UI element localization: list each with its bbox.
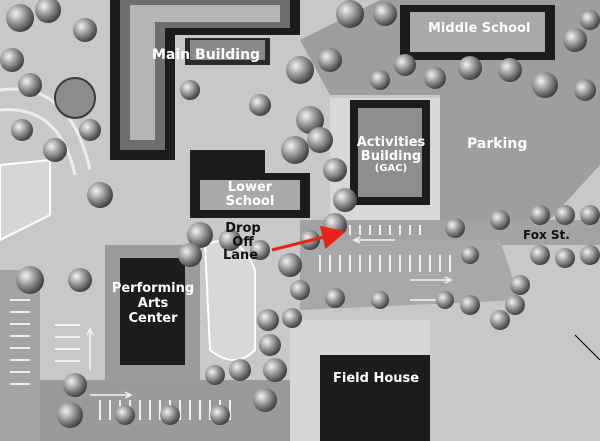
label-activities-line1: Activities — [356, 135, 426, 150]
parking-stripes — [10, 225, 451, 420]
label-performing-arts-center: Performing Arts Center — [108, 281, 198, 327]
label-fox-st: Fox St. — [523, 228, 570, 242]
roundabout — [54, 77, 96, 119]
traffic-arrows — [86, 236, 453, 399]
label-activities-abbr: (GAC) — [374, 163, 408, 175]
left-parking — [0, 270, 40, 441]
label-pac-line1: Performing — [111, 281, 195, 296]
label-lower-school: Lower School — [220, 181, 280, 208]
performing-arts-shape — [120, 258, 185, 365]
label-parking: Parking — [467, 136, 528, 152]
label-lower-line2: School — [225, 193, 275, 209]
label-dropoff-line1: Drop — [225, 221, 261, 236]
label-pac-line2: Arts — [137, 295, 169, 311]
label-drop-off-lane: Drop Off Lane — [219, 222, 267, 263]
dropoff-pointer-arrow — [271, 225, 346, 252]
label-middle-school: Middle School — [428, 21, 531, 36]
label-activities-building: Activities Building (GAC) — [352, 136, 430, 175]
label-dropoff-line3: Lane — [223, 248, 259, 264]
label-activities-line2: Building — [360, 148, 422, 164]
label-lower-line1: Lower — [227, 180, 273, 195]
label-main-building: Main Building — [152, 47, 261, 63]
trees — [0, 0, 600, 428]
label-field-house: Field House — [333, 371, 420, 386]
field-house-shape — [320, 355, 430, 441]
label-pac-line3: Center — [128, 310, 178, 326]
label-dropoff-line2: Off — [232, 234, 254, 250]
